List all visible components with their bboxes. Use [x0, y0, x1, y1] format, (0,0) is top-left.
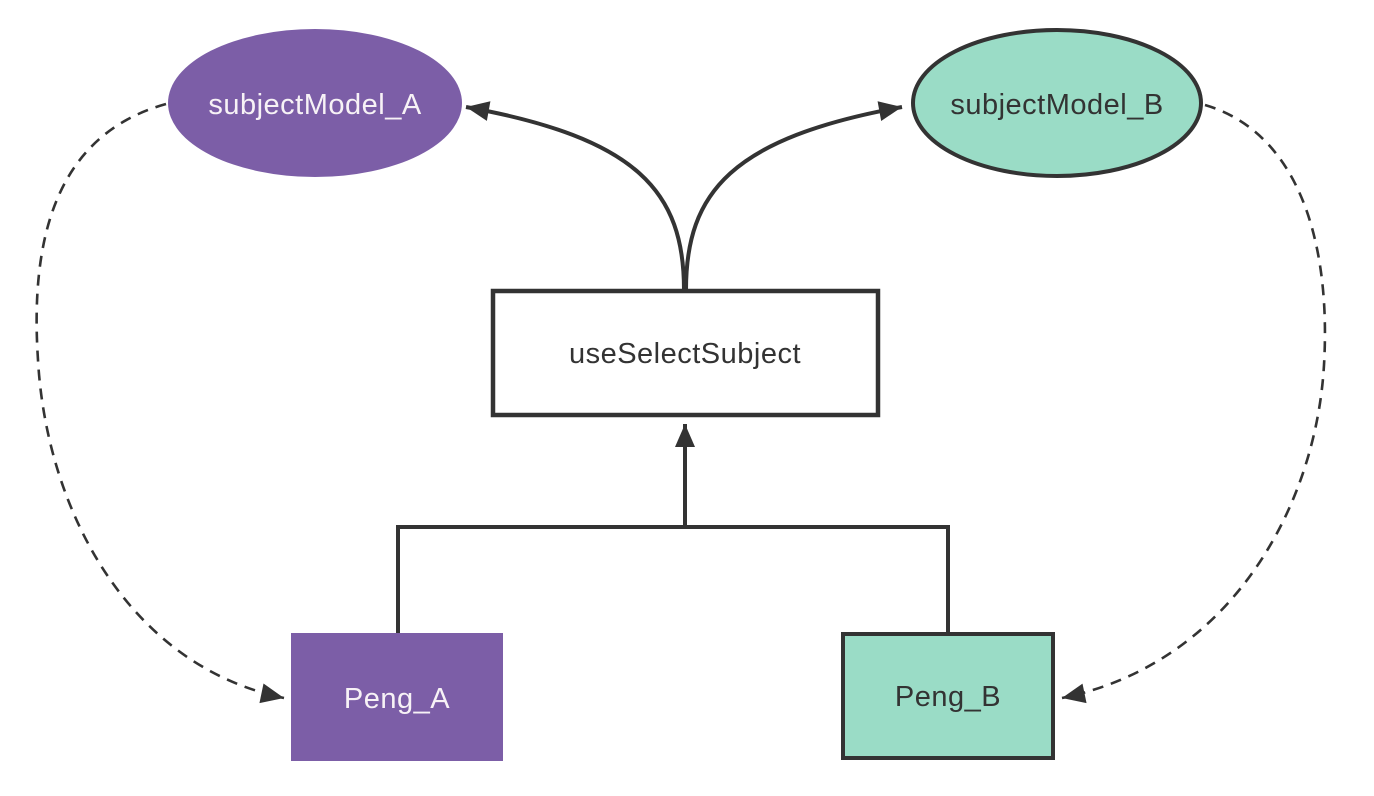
- edge-useselectsubject-to-subjectmodel-b: [684, 101, 903, 291]
- node-peng-a: Peng_A: [291, 633, 503, 761]
- subjectmodel-b-label: subjectModel_B: [950, 89, 1163, 121]
- peng-b-label: Peng_B: [895, 681, 1001, 713]
- peng-a-shape: [291, 633, 503, 761]
- node-useselectsubject: useSelectSubject: [490, 288, 881, 418]
- edge-peng-bracket: [396, 525, 950, 634]
- subjectmodel-b-shape: [911, 28, 1203, 178]
- subjectmodel-a-label: subjectModel_A: [208, 89, 421, 121]
- subjectmodel-a-shape: [168, 29, 462, 177]
- node-peng-b: Peng_B: [841, 632, 1055, 760]
- useselectsubject-label: useSelectSubject: [569, 338, 801, 370]
- peng-b-shape: [841, 632, 1055, 760]
- peng-a-label: Peng_A: [344, 683, 450, 715]
- useselectsubject-shape: [490, 288, 881, 418]
- edge-subjectmodel-b-to-peng-b: [1061, 103, 1327, 704]
- node-subjectmodel-a: subjectModel_A: [168, 29, 462, 177]
- edge-useselectsubject-to-subjectmodel-a: [465, 101, 686, 291]
- node-subjectmodel-b: subjectModel_B: [911, 28, 1203, 178]
- edge-layer: [35, 101, 1327, 704]
- edge-subjectmodel-a-to-peng-a: [35, 102, 285, 704]
